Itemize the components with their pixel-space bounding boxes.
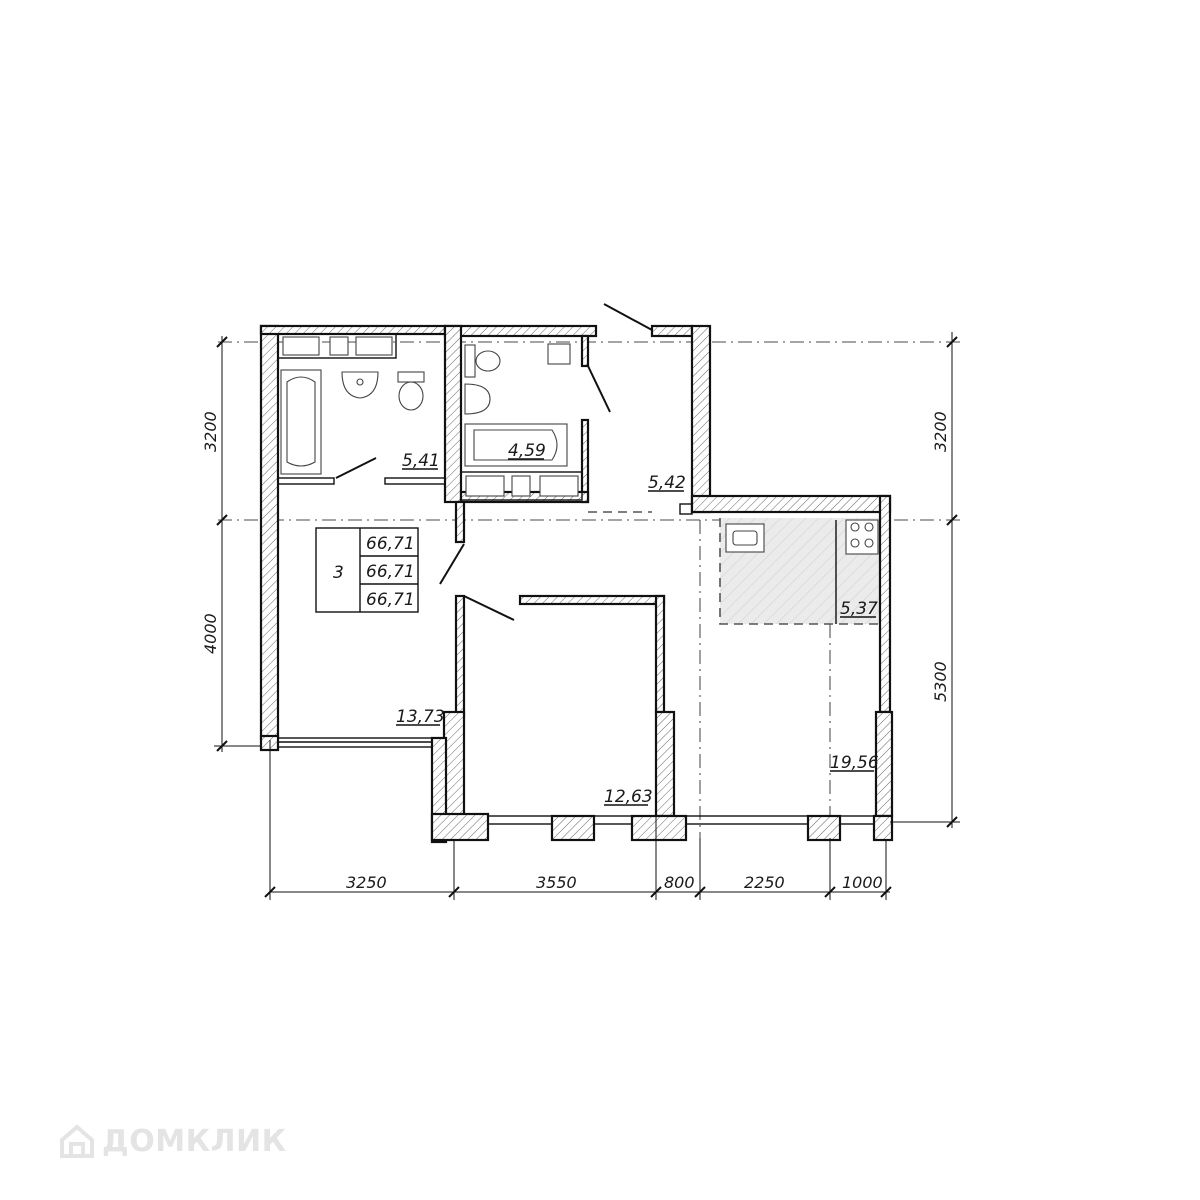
room-area-kitchen-living: 19,56 bbox=[830, 753, 879, 773]
area-total: 66,71 bbox=[366, 534, 415, 554]
room-area-hallway: 5,42 bbox=[648, 473, 686, 493]
watermark: ДОМКЛИК bbox=[58, 1122, 287, 1160]
toilet-icon bbox=[397, 371, 425, 411]
watermark-text: ДОМКЛИК bbox=[102, 1123, 287, 1159]
dimension-bottom: 3250 3550 800 2250 1000 bbox=[264, 740, 892, 900]
dim-bottom-4: 2250 bbox=[744, 873, 785, 892]
dim-left-1: 3200 bbox=[201, 411, 220, 452]
sink-icon bbox=[725, 523, 765, 553]
dim-bottom-2: 3550 bbox=[536, 873, 577, 892]
area-summary-table: 3 66,71 66,71 66,71 bbox=[315, 527, 419, 613]
vent-shafts bbox=[277, 333, 583, 501]
walls bbox=[259, 324, 894, 844]
dim-right-2: 5300 bbox=[931, 661, 950, 702]
area-living: 66,71 bbox=[366, 562, 415, 582]
dimension-right: 3200 5300 bbox=[890, 332, 960, 828]
room-area-bedroom: 12,63 bbox=[604, 787, 653, 807]
doors bbox=[335, 303, 653, 621]
rooms-count: 3 bbox=[333, 563, 344, 583]
dim-bottom-5: 1000 bbox=[842, 873, 883, 892]
room-area-living: 13,73 bbox=[396, 707, 445, 727]
room-labels: 5,41 4,59 5,42 13,73 12,63 5,37 19,56 bbox=[396, 441, 879, 807]
sink-icon bbox=[464, 383, 491, 415]
area-reduced: 66,71 bbox=[366, 590, 415, 610]
dim-left-2: 4000 bbox=[201, 613, 220, 654]
dim-right-1: 3200 bbox=[931, 411, 950, 452]
stove-icon bbox=[845, 519, 879, 555]
house-logo-icon bbox=[60, 1124, 94, 1158]
dimension-left: 3200 4000 bbox=[201, 336, 262, 752]
room-area-bathroom-2: 4,59 bbox=[508, 441, 546, 461]
bathtub-icon bbox=[280, 369, 322, 475]
room-area-bathroom-1: 5,41 bbox=[402, 451, 440, 471]
sink-icon bbox=[341, 371, 379, 399]
dim-bottom-1: 3250 bbox=[346, 873, 387, 892]
windows bbox=[277, 737, 875, 825]
room-area-kitchen-zone: 5,37 bbox=[840, 599, 878, 619]
kitchen-zone bbox=[719, 518, 880, 625]
dim-bottom-3: 800 bbox=[664, 873, 695, 892]
toilet-icon bbox=[464, 344, 501, 378]
